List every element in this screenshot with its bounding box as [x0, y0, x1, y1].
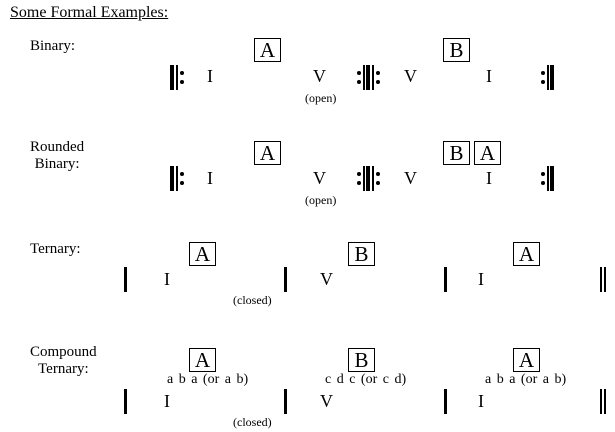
- chord-numeral: V: [404, 66, 417, 86]
- chord-numeral: I: [478, 269, 484, 289]
- subsection-label: a b a (or a b): [167, 372, 249, 387]
- label-line: Binary:: [34, 156, 80, 172]
- chord-numeral: I: [486, 168, 492, 188]
- section-box-b: B: [443, 38, 470, 62]
- compound-ternary-label: Compound Ternary:: [30, 344, 97, 378]
- bar-line: [444, 267, 447, 292]
- bar-line: [284, 389, 287, 414]
- section-box-b: B: [348, 348, 375, 372]
- ternary-label: Ternary:: [30, 241, 81, 257]
- label-line: Rounded: [30, 139, 85, 155]
- chord-numeral: V: [320, 269, 333, 289]
- section-box-a: A: [513, 242, 540, 266]
- chord-numeral: I: [207, 66, 213, 86]
- binary-label: Binary:: [30, 38, 75, 54]
- section-box-a: A: [254, 38, 281, 62]
- chord-numeral: I: [207, 168, 213, 188]
- label-line: Ternary:: [38, 361, 89, 377]
- cadence-label: (closed): [233, 293, 272, 307]
- chord-numeral: V: [313, 66, 326, 86]
- chord-numeral: I: [164, 391, 170, 411]
- section-box-a: A: [513, 348, 540, 372]
- bar-line: [444, 389, 447, 414]
- chord-numeral: V: [320, 391, 333, 411]
- bar-line: [124, 389, 127, 414]
- section-box-a: A: [474, 141, 501, 165]
- section-box-a: A: [189, 348, 216, 372]
- subsection-label: c d c (or c d): [325, 372, 407, 387]
- section-box-b: B: [348, 242, 375, 266]
- bar-line: [284, 267, 287, 292]
- label-line: Compound: [30, 344, 97, 360]
- section-box-a: A: [189, 242, 216, 266]
- chord-numeral: V: [404, 168, 417, 188]
- chord-numeral: I: [486, 66, 492, 86]
- section-box-b: B: [443, 141, 470, 165]
- section-box-a: A: [254, 141, 281, 165]
- chord-numeral: V: [313, 168, 326, 188]
- bar-line: [124, 267, 127, 292]
- cadence-label: (open): [305, 193, 337, 207]
- chord-numeral: I: [478, 391, 484, 411]
- cadence-label: (closed): [233, 415, 272, 429]
- rounded-binary-label: Rounded Binary:: [30, 139, 84, 173]
- page-title: Some Formal Examples:: [10, 4, 169, 21]
- cadence-label: (open): [305, 91, 337, 105]
- subsection-label: a b a (or a b): [485, 372, 567, 387]
- chord-numeral: I: [164, 269, 170, 289]
